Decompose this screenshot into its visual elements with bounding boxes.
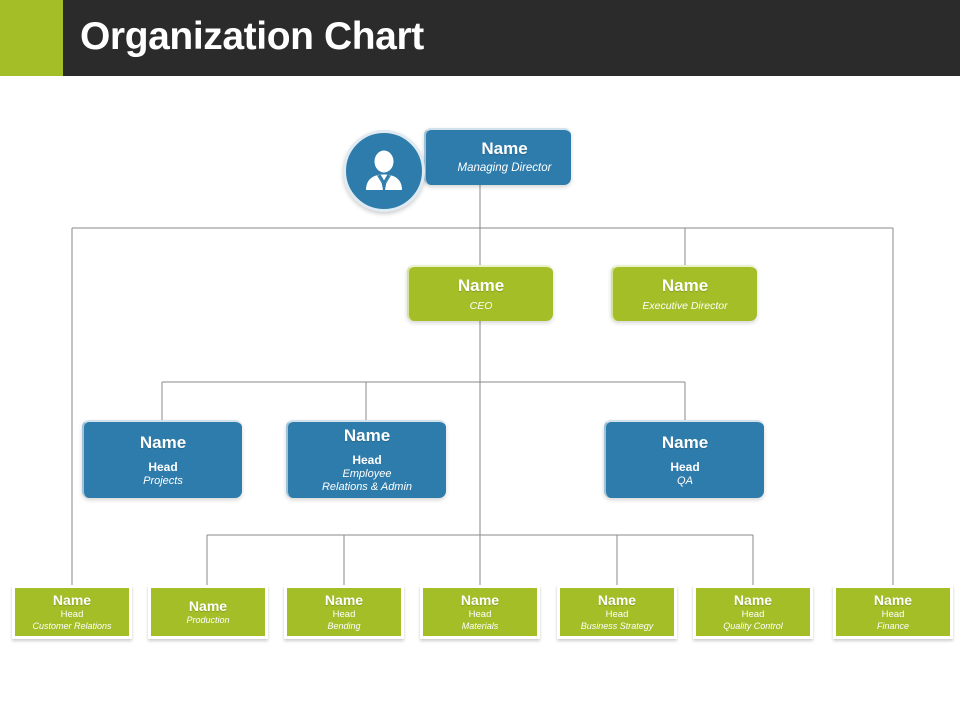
- node-subtitle: Customer Relations: [32, 621, 112, 632]
- node-subtitle: Quality Control: [723, 621, 783, 632]
- node-head-customer-relations[interactable]: Name Head Customer Relations: [12, 585, 132, 639]
- node-subtitle: Materials: [461, 621, 499, 632]
- node-subtitle: Managing Director: [457, 162, 552, 175]
- node-name: Name: [343, 426, 391, 446]
- node-name: Name: [139, 432, 187, 452]
- node-head-bending[interactable]: Name Head Bending: [284, 585, 404, 639]
- node-name: Name: [457, 275, 505, 295]
- node-head-projects[interactable]: Name Head Projects: [82, 420, 242, 498]
- node-role: Head: [352, 453, 382, 468]
- node-role: Head: [605, 609, 629, 621]
- node-role: Head: [670, 459, 700, 474]
- node-role: Head: [468, 609, 492, 621]
- node-name: Name: [52, 591, 92, 608]
- node-production[interactable]: Name Production: [148, 585, 268, 639]
- node-name: Name: [733, 591, 773, 608]
- node-name: Name: [481, 139, 528, 159]
- node-managing-director[interactable]: Name Managing Director: [424, 128, 571, 185]
- page-title: Organization Chart: [80, 15, 424, 59]
- node-head-finance[interactable]: Name Head Finance: [833, 585, 953, 639]
- node-ceo[interactable]: Name CEO: [407, 265, 553, 321]
- node-subtitle: Bending: [327, 621, 361, 632]
- node-name: Name: [873, 591, 913, 608]
- node-subtitle: Business Strategy: [580, 621, 654, 632]
- node-head-materials[interactable]: Name Head Materials: [420, 585, 540, 639]
- node-name: Name: [324, 591, 364, 608]
- node-role: Head: [741, 609, 765, 621]
- node-subtitle-line2: Relations & Admin: [321, 480, 413, 493]
- node-role: Head: [881, 609, 905, 621]
- node-name: Name: [597, 591, 637, 608]
- node-head-business-strategy[interactable]: Name Head Business Strategy: [557, 585, 677, 639]
- node-role: Head: [148, 459, 178, 474]
- node-subtitle: Executive Director: [642, 299, 728, 312]
- node-name: Name: [460, 591, 500, 608]
- node-name: Name: [661, 275, 709, 295]
- node-role: Head: [60, 609, 84, 621]
- page-header: Organization Chart: [0, 0, 960, 76]
- node-subtitle: Projects: [143, 474, 183, 487]
- node-head-qa[interactable]: Name Head QA: [604, 420, 764, 498]
- node-subtitle: Production: [186, 614, 230, 625]
- node-head-employee-relations[interactable]: Name Head Employee Relations & Admin: [286, 420, 446, 498]
- node-name: Name: [188, 597, 228, 614]
- node-role: Head: [332, 609, 356, 621]
- org-chart: Name Managing Director Name CEO Name Exe…: [0, 76, 960, 720]
- node-subtitle: Finance: [876, 621, 910, 632]
- person-avatar-icon: [343, 130, 425, 212]
- node-subtitle: QA: [677, 474, 693, 487]
- header-accent-block: [0, 0, 63, 76]
- node-name: Name: [661, 432, 709, 452]
- node-head-quality-control[interactable]: Name Head Quality Control: [693, 585, 813, 639]
- node-subtitle-line1: Employee: [342, 468, 392, 481]
- node-executive-director[interactable]: Name Executive Director: [611, 265, 757, 321]
- node-subtitle: CEO: [469, 299, 493, 312]
